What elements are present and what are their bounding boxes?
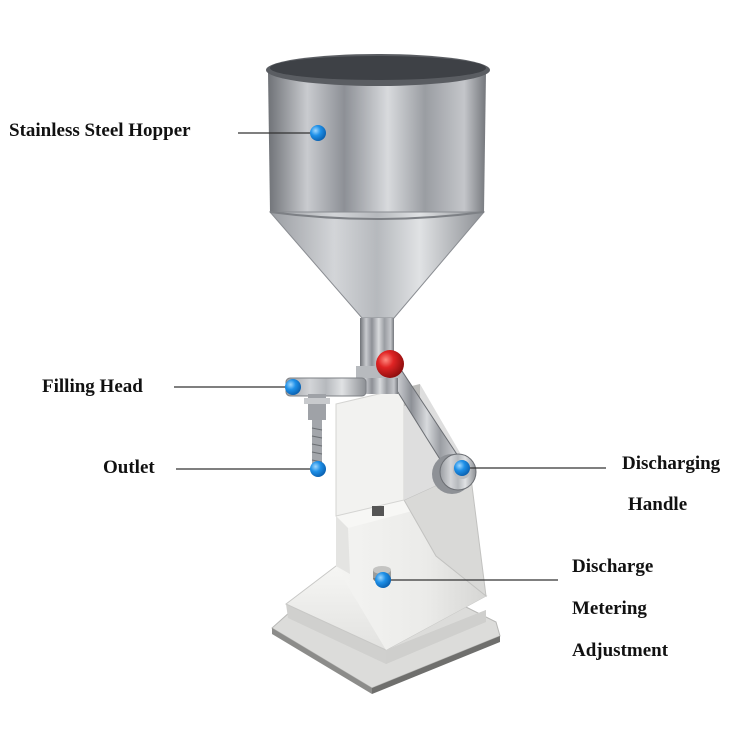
discharging-handle-label-line2: Handle	[628, 494, 688, 515]
hopper	[266, 54, 490, 319]
filling-head-label: Filling Head	[42, 376, 143, 397]
outlet-pipe	[311, 420, 323, 472]
callout-markers	[285, 125, 470, 588]
metering-label-line1: Discharge	[572, 556, 654, 577]
metering-label-line3: Adjustment	[572, 640, 669, 661]
metering-label-line2: Metering	[572, 598, 647, 619]
hopper-label: Stainless Steel Hopper	[9, 120, 191, 141]
filling-head-tube	[285, 377, 367, 420]
outlet-label: Outlet	[103, 457, 155, 478]
machine-body	[336, 469, 487, 650]
discharging-handle-label-line1: Discharging	[622, 453, 721, 474]
hopper-marker	[310, 125, 326, 141]
leader-lines	[174, 132, 606, 581]
outlet-marker	[310, 461, 326, 477]
filling-head-marker	[285, 379, 301, 395]
discharging-handle-marker	[454, 460, 470, 476]
metering-marker	[375, 572, 391, 588]
red-knob	[376, 350, 404, 378]
